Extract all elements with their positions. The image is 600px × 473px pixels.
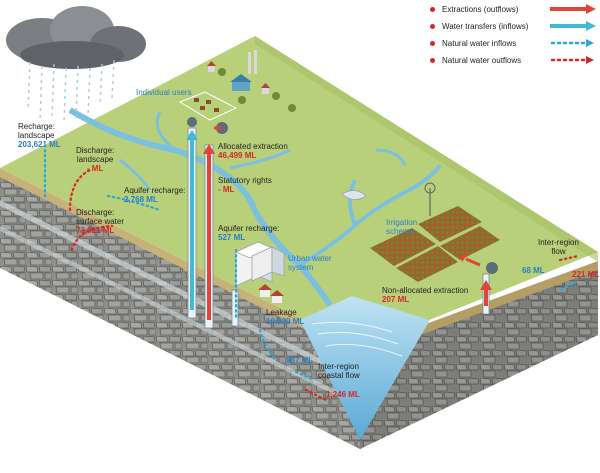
- urban-water-label: Urban water system: [288, 254, 332, 272]
- aquifer-recharge-2-label: Aquifer recharge: 527 ML: [218, 224, 280, 242]
- legend-bullet-icon: [430, 7, 435, 12]
- legend: Extractions (outflows) Water transfers (…: [428, 2, 598, 70]
- sea-inlet: [300, 296, 430, 440]
- recharge-landscape-label: Recharge: landscape 203,621 ML: [18, 122, 61, 149]
- rain-cloud: [6, 6, 146, 123]
- legend-transfers-label: Water transfers (inflows): [442, 22, 529, 31]
- legend-bullet-icon: [430, 58, 435, 63]
- legend-natural-inflows: Natural water inflows: [428, 36, 598, 53]
- coastal-flow-label: Inter-region coastal flow: [318, 362, 360, 380]
- legend-natural-inflows-label: Natural water inflows: [442, 39, 517, 48]
- discharge-surface-label: Discharge: surface water 73,921 ML: [76, 208, 125, 235]
- coastal-inflow-value: 987 ML: [286, 356, 314, 365]
- legend-natural-outflows-label: Natural water outflows: [442, 56, 522, 65]
- inter-region-outflow-value: 221 ML: [572, 270, 600, 279]
- blue-dotted-arrow-icon: [550, 39, 594, 47]
- legend-natural-outflows: Natural water outflows: [428, 53, 598, 70]
- leakage-label: Leakage 10,839 ML: [266, 308, 305, 326]
- red-dotted-arrow-icon: [550, 56, 594, 64]
- red-arrow-icon: [550, 4, 596, 14]
- legend-extractions: Extractions (outflows): [428, 2, 598, 19]
- non-allocated-extraction-label: Non-allocated extraction 207 ML: [382, 286, 469, 304]
- discharge-landscape-label: Discharge: landscape - ML: [76, 146, 115, 173]
- urban-buildings: [235, 241, 285, 303]
- allocated-extraction-label: Allocated extraction 46,499 ML: [218, 142, 288, 160]
- grass-surface: [0, 36, 598, 348]
- irrigation-scheme-label: Irrigation scheme: [386, 218, 418, 236]
- front-rock-face: [0, 175, 360, 449]
- individual-users-label: Individual users: [136, 88, 192, 97]
- coastal-outflow-value: 1,246 ML: [326, 390, 360, 399]
- blue-arrow-icon: [550, 21, 596, 31]
- aquifer-recharge-1-label: Aquifer recharge: 2,768 ML: [124, 186, 186, 204]
- irrigation-fields: [370, 182, 500, 282]
- side-rock-face: [360, 268, 598, 449]
- natural-flow-dots: [43, 148, 580, 402]
- legend-bullet-icon: [430, 41, 435, 46]
- inter-region-inflow-value: 68 ML: [522, 266, 545, 275]
- statutory-rights-label: Statutory rights - ML: [218, 176, 272, 194]
- legend-transfers: Water transfers (inflows): [428, 19, 598, 36]
- inter-region-flow-label: Inter-region flow: [538, 238, 579, 256]
- legend-extractions-label: Extractions (outflows): [442, 5, 519, 14]
- legend-bullet-icon: [430, 24, 435, 29]
- farm-buildings: [207, 50, 296, 112]
- flow-arrows: [186, 126, 492, 320]
